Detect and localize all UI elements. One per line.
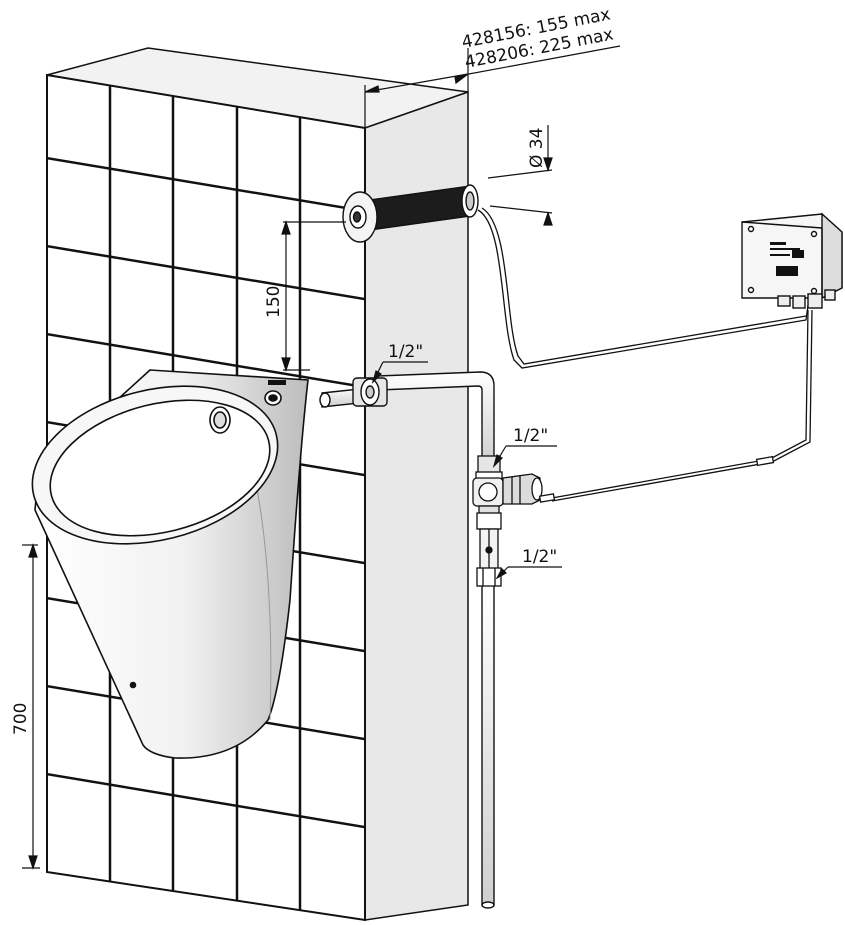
control-box-label-icon xyxy=(770,242,804,276)
mount-height-label: 700 xyxy=(11,703,31,735)
diameter-label: Ø 34 xyxy=(527,128,547,168)
thread-label-valve: 1/2" xyxy=(513,426,548,446)
sensor xyxy=(342,184,479,243)
thread-label-top: 1/2" xyxy=(388,342,423,362)
cables xyxy=(477,207,813,503)
dimension-lines xyxy=(22,45,621,870)
control-box xyxy=(741,212,843,309)
solenoid-valve xyxy=(472,455,543,587)
sensor-window-icon xyxy=(352,211,362,223)
wall-fitting xyxy=(352,377,388,407)
urinal-bowl xyxy=(31,369,309,759)
sensor-height-label: 150 xyxy=(264,286,284,318)
thread-label-bottom: 1/2" xyxy=(522,547,557,567)
